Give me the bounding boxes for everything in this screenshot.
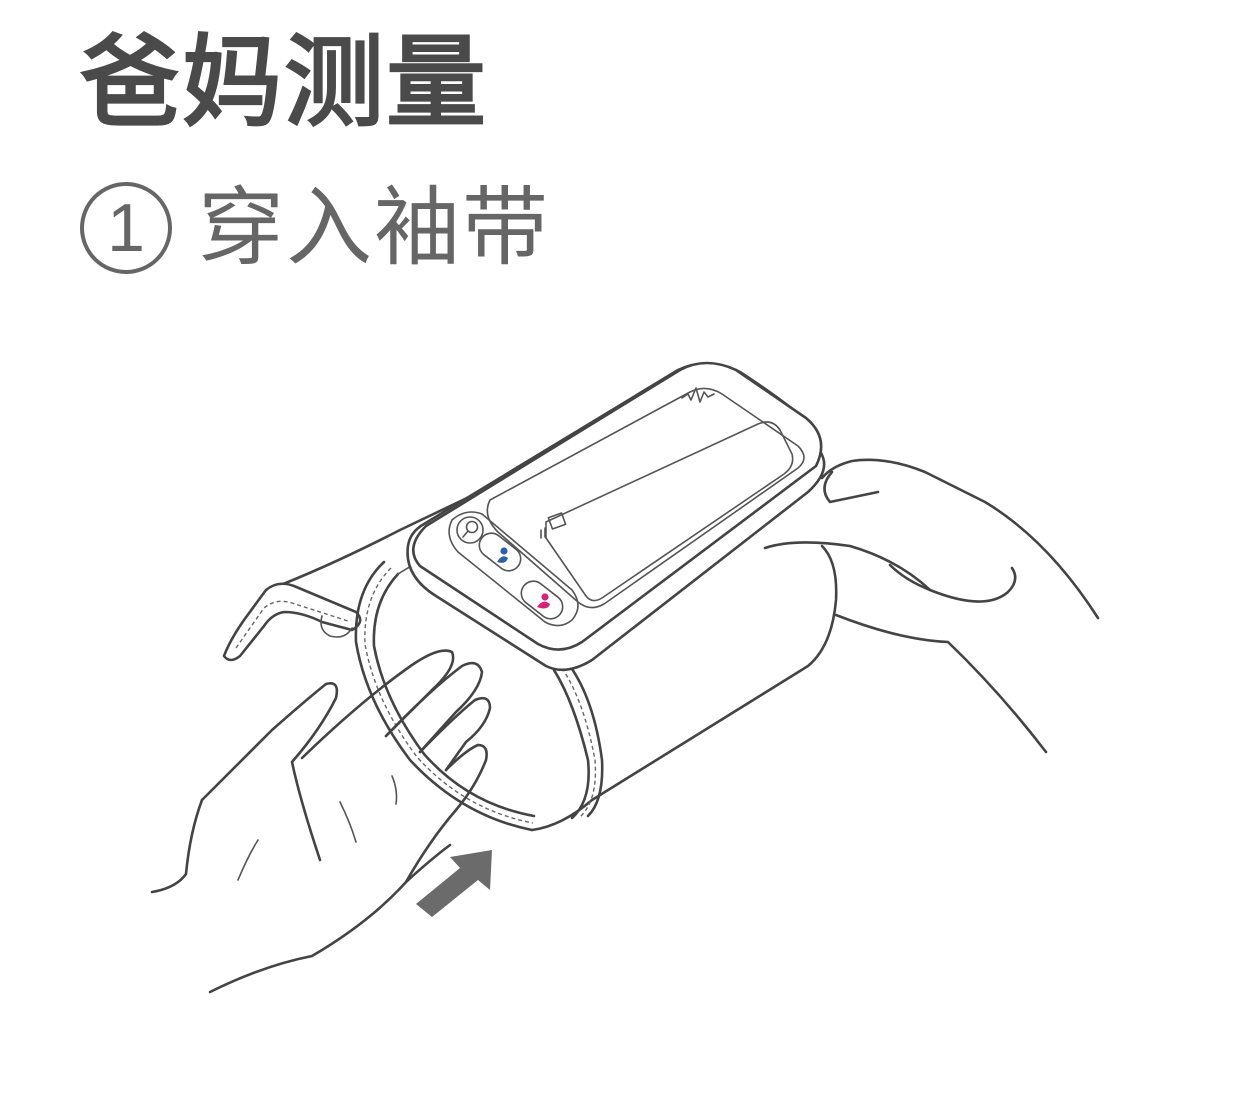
mother-user-icon [520, 580, 564, 620]
right-hand [763, 458, 1100, 754]
arm-cuff [222, 486, 838, 832]
step-number: 1 [107, 190, 145, 266]
blood-pressure-monitor [406, 361, 826, 672]
left-hand [150, 649, 492, 994]
insert-direction-arrow [416, 850, 492, 917]
step-number-badge: 1 [80, 182, 172, 274]
page-title: 爸妈测量 [80, 24, 488, 141]
memory-icon [547, 512, 567, 530]
brand-logo-icon [681, 387, 715, 403]
step-heading: 1 穿入袖带 [80, 178, 550, 278]
search-icon [456, 516, 484, 544]
step-label: 穿入袖带 [198, 178, 550, 278]
battery-icon [540, 527, 546, 539]
father-user-icon [478, 532, 522, 572]
